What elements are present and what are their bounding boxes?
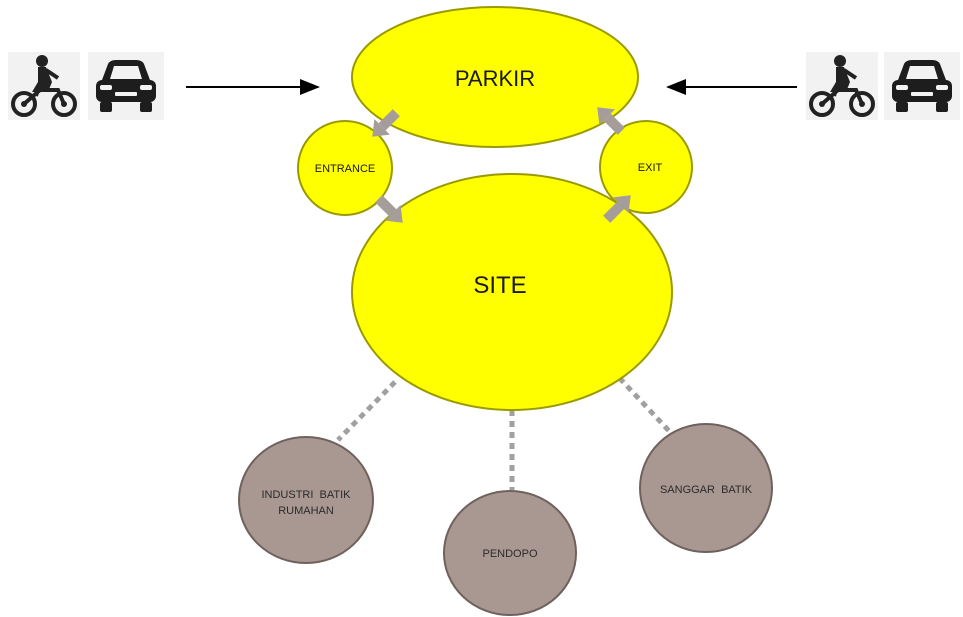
car-icon bbox=[88, 52, 164, 120]
node-industri-batik-rumahan: INDUSTRI BATIK RUMAHAN bbox=[238, 436, 374, 564]
motorcycle-icon bbox=[806, 52, 878, 120]
node-parkir: PARKIR bbox=[351, 6, 639, 148]
car-icon bbox=[884, 52, 960, 120]
entrance-label: ENTRANCE bbox=[315, 163, 376, 175]
flow-arrow-exit-to-parkir bbox=[597, 107, 625, 135]
vehicles-left bbox=[8, 52, 164, 120]
parkir-label: PARKIR bbox=[455, 66, 535, 91]
flow-arrow-entrance-to-site bbox=[375, 195, 403, 223]
pendopo-label: PENDOPO bbox=[482, 548, 537, 560]
vehicles-right bbox=[806, 52, 960, 120]
sanggar-label: SANGGAR BATIK bbox=[660, 484, 753, 496]
node-site: SITE bbox=[351, 173, 673, 411]
node-entrance: ENTRANCE bbox=[297, 120, 393, 216]
node-exit: EXIT bbox=[599, 120, 693, 214]
flow-arrow-parkir-to-entrance bbox=[372, 109, 400, 137]
motorcycle-icon bbox=[8, 52, 80, 120]
node-sanggar-batik: SANGGAR BATIK bbox=[639, 423, 773, 553]
node-pendopo: PENDOPO bbox=[443, 490, 577, 616]
flow-arrow-site-to-exit bbox=[603, 195, 631, 223]
connector-sanggar bbox=[610, 368, 672, 434]
exit-label: EXIT bbox=[638, 162, 663, 174]
industri-label-line1: INDUSTRI BATIK bbox=[261, 489, 351, 501]
site-label: SITE bbox=[473, 272, 526, 299]
connector-industri bbox=[336, 380, 397, 442]
industri-label-line2: RUMAHAN bbox=[278, 505, 334, 517]
